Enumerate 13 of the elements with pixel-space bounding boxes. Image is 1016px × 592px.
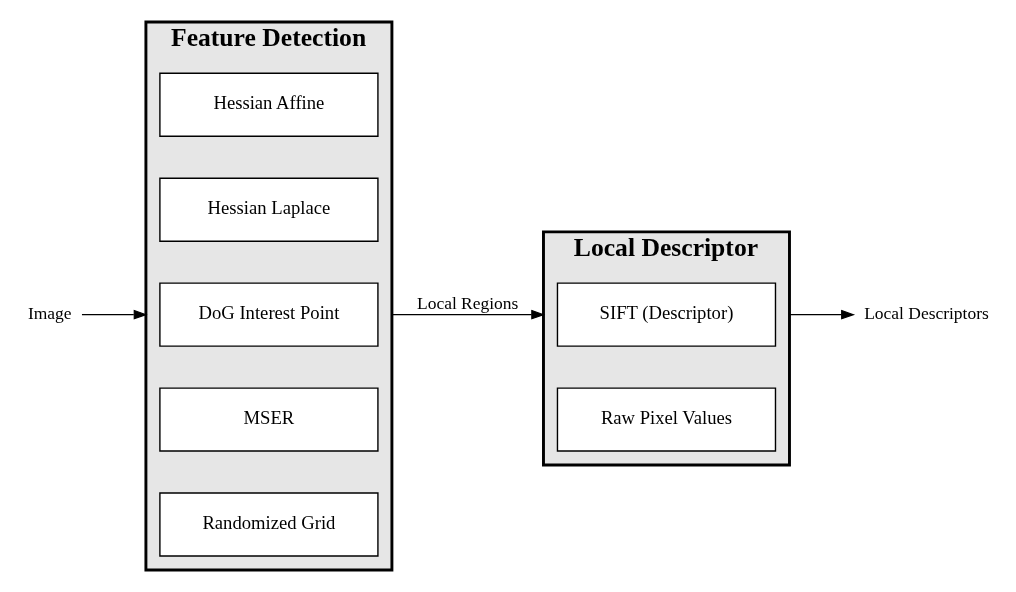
- node-box: MSER: [158, 387, 379, 452]
- arrow: [80, 309, 148, 320]
- node-text: Image: [27, 302, 72, 323]
- node-box: SIFT (Descriptor): [556, 282, 776, 347]
- node-text: Local Descriptors: [863, 302, 989, 323]
- node-box: Hessian Laplace: [158, 177, 379, 242]
- edge-label: Local Regions: [416, 292, 518, 313]
- node-box: Randomized Grid: [158, 492, 379, 557]
- arrow: [788, 309, 855, 320]
- node-box: Hessian Affine: [158, 72, 379, 137]
- node-box: Raw Pixel Values: [556, 387, 776, 452]
- arrow: [390, 309, 545, 320]
- node-box: DoG Interest Point: [158, 282, 379, 347]
